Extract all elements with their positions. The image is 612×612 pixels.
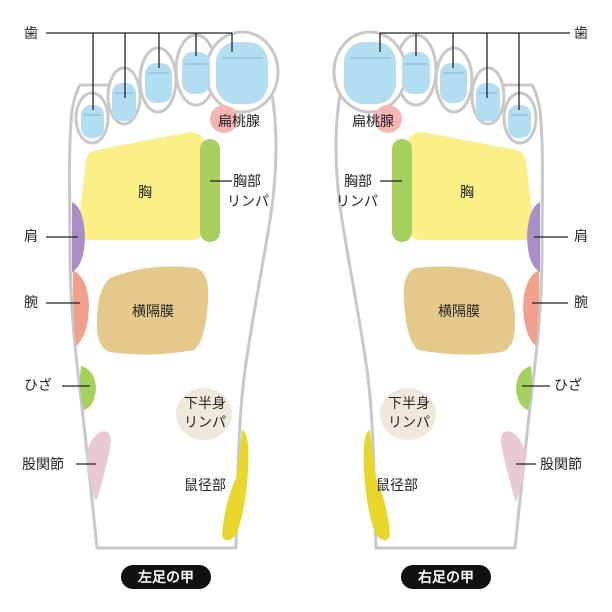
left-teeth-zone-4 [112,83,136,121]
left-chest-label: 胸 [138,185,152,201]
right-lower-lymph-label-2: リンパ [388,415,430,431]
left-lower-lymph-label-2: リンパ [184,415,226,431]
right-chest-lymph-label-1: 胸部 [344,174,372,190]
left-lower-lymph-zone [176,388,232,440]
right-shoulder-zone [527,202,540,272]
right-knee-zone [516,366,532,410]
left-hip-joint-label: 股関節 [22,456,64,473]
left-shoulder-label: 肩 [24,229,38,245]
right-lower-lymph-zone [380,388,436,440]
right-chest-lymph-label-2: リンパ [336,194,378,210]
left-diaphragm-label: 横隔膜 [132,304,174,320]
right-groin-label: 鼠径部 [376,478,418,494]
right-teeth-zone-2 [402,52,430,94]
left-diaphragm-zone [96,266,209,355]
left-chest-zone [77,132,205,240]
right-diaphragm-zone [403,266,516,355]
left-foot: 扁桃腺 胸 胸部 リンパ 横隔膜 下半身 リンパ 鼠径部 [68,30,280,550]
left-outer-labels: 歯 肩 腕 ひざ 股関節 [22,26,233,473]
right-title-bg [401,565,491,589]
right-tonsil-zone [374,105,402,133]
left-chest-lymph-label-2: リンパ [227,194,269,210]
right-foot: 扁桃腺 胸 胸部 リンパ 横隔膜 下半身 リンパ 鼠径部 [332,30,544,550]
right-knee-label: ひざ [554,377,582,394]
left-title-bg [121,565,211,589]
right-hip-joint-label: 股関節 [540,456,582,473]
right-teeth-zone-1 [344,42,396,104]
left-groin-zone [222,430,249,541]
left-knee-zone [80,366,96,410]
right-chest-lymph-zone [392,139,412,242]
right-groin-zone [363,430,390,541]
left-foot-title: 左足の甲 [121,565,211,589]
left-hip-joint-zone [86,431,111,502]
right-chest-label: 胸 [460,185,474,201]
left-shoulder-zone [72,202,85,272]
right-teeth-label: 歯 [574,26,588,42]
left-arm-zone [72,270,89,346]
right-tonsil-label: 扁桃腺 [352,114,394,130]
left-chest-lymph-label-1: 胸部 [233,174,261,190]
left-groin-label: 鼠径部 [184,478,226,494]
right-arm-label: 腕 [574,295,588,311]
right-teeth-zone-5 [508,105,531,138]
left-teeth-label: 歯 [24,26,38,42]
right-foot-title: 右足の甲 [401,565,491,589]
left-teeth-zone-1 [216,42,268,104]
left-title-text: 左足の甲 [137,569,194,586]
left-tonsil-label: 扁桃腺 [218,114,260,130]
left-lower-lymph-label-1: 下半身 [184,396,226,412]
left-knee-label: ひざ [24,377,52,394]
right-chest-zone [407,132,535,240]
right-outer-labels: 歯 肩 腕 ひざ 股関節 [379,26,588,473]
right-hip-joint-zone [501,431,526,502]
right-shoulder-label: 肩 [574,229,588,245]
left-chest-lymph-zone [200,139,220,242]
left-arm-label: 腕 [24,295,38,311]
right-diaphragm-label: 横隔膜 [438,304,480,320]
left-teeth-zone-5 [81,105,104,138]
left-teeth-zone-3 [145,63,172,103]
left-teeth-zone-2 [182,52,210,94]
right-title-text: 右足の甲 [417,569,474,586]
right-teeth-zone-3 [440,63,467,103]
right-arm-zone [523,270,540,346]
left-tonsil-zone [210,105,238,133]
right-teeth-zone-4 [476,83,500,121]
right-lower-lymph-label-1: 下半身 [388,396,430,412]
